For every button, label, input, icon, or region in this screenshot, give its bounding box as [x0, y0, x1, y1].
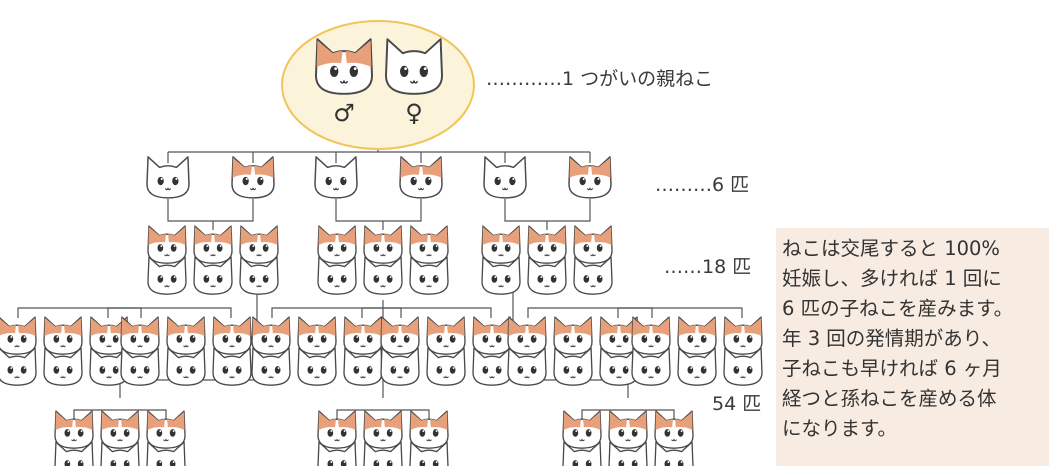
connector-line [527, 307, 653, 318]
connector-line [361, 307, 492, 318]
calico-cat-face-icon [481, 225, 521, 264]
calico-cat-face-icon [100, 410, 140, 449]
note-line: 年 3 回の発情期があり、 [782, 327, 1002, 350]
note-line: 6 匹の子ねこを産みます。 [782, 297, 1014, 320]
calico-cat-face-icon [251, 316, 291, 355]
calico-cat-face-icon [568, 156, 612, 199]
male-symbol-icon: ♂ [333, 99, 355, 127]
connector-line [335, 199, 422, 222]
parents-label: …………1 つがいの親ねこ [486, 68, 714, 90]
calico-cat-face-icon [193, 225, 233, 264]
connector-line [17, 307, 142, 318]
connector-line [504, 199, 591, 222]
generation-3-count: 54 匹 [712, 393, 762, 415]
calico-cat-face-icon [426, 316, 466, 355]
calico-cat-face-icon [166, 316, 206, 355]
note-line: になります。 [782, 417, 898, 440]
note-line: 子ねこも早ければ 6 ヶ月 [782, 357, 1002, 380]
note-line: 経つと孫ねこを産める体 [782, 387, 997, 410]
calico-cat-face-icon [147, 225, 187, 264]
calico-cat-face-icon [399, 156, 443, 199]
calico-cat-face-icon [297, 316, 337, 355]
note-line: ねこは交尾すると 100% [782, 237, 1000, 260]
calico-cat-face-icon [677, 316, 717, 355]
connector-line [336, 409, 430, 420]
calico-cat-face-icon [363, 410, 403, 449]
calico-cat-face-icon [239, 225, 279, 264]
generation-2-count: ……18 匹 [664, 256, 752, 278]
cat-grid [0, 156, 763, 466]
calico-cat-face-icon [317, 225, 357, 264]
calico-cat-face-icon [343, 316, 383, 355]
calico-cat-face-icon [212, 316, 252, 355]
calico-cat-face-icon [409, 225, 449, 264]
explanation-note: ねこは交尾すると 100% 妊娠し、多ければ 1 回に 6 匹の子ねこを産みます… [776, 228, 1049, 466]
calico-cat-face-icon [120, 316, 160, 355]
calico-cat-face-icon [631, 316, 671, 355]
generation-1-count: ………6 匹 [655, 174, 750, 196]
connector-line [107, 307, 232, 318]
calico-cat-face-icon [527, 225, 567, 264]
calico-cat-face-icon [608, 410, 648, 449]
note-line: 妊娠し、多ければ 1 回に [782, 267, 1002, 290]
white-cat-face-icon [483, 156, 527, 199]
calico-cat-face-icon [0, 316, 37, 355]
connector-line [73, 409, 167, 420]
connector-line [167, 199, 254, 222]
calico-cat-face-icon [363, 225, 403, 264]
calico-cat-face-icon [507, 316, 547, 355]
female-symbol-icon: ♀ [405, 99, 423, 127]
calico-cat-face-icon [553, 316, 593, 355]
white-cat-face-icon [314, 156, 358, 199]
calico-cat-face-icon [573, 225, 613, 264]
connector-line [271, 307, 402, 318]
calico-cat-face-icon [380, 316, 420, 355]
connector-line [581, 409, 675, 420]
white-cat-face-icon [146, 156, 190, 199]
parents-circle [281, 20, 475, 150]
calico-cat-face-icon [723, 316, 763, 355]
calico-cat-face-icon [472, 316, 512, 355]
calico-cat-face-icon [43, 316, 83, 355]
calico-cat-face-icon [231, 156, 275, 199]
connector-line [617, 307, 743, 318]
